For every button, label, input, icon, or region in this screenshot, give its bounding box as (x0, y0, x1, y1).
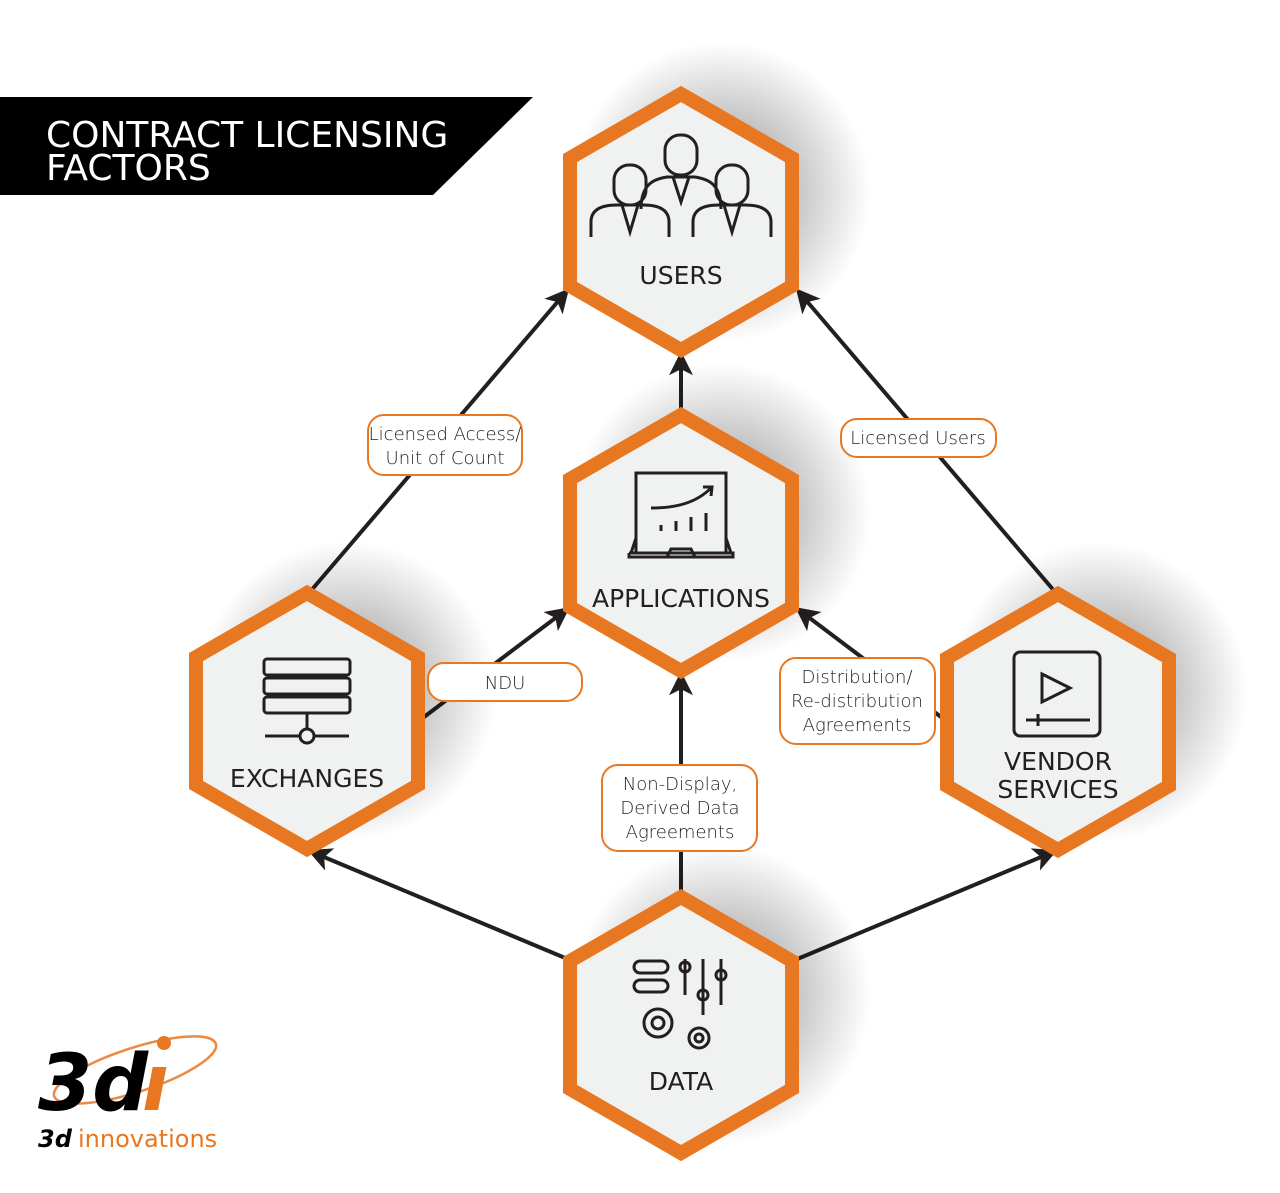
hex-applications: APPLICATIONS (570, 363, 871, 671)
tag-distribution: Distribution/ Re-distribution Agreements (779, 657, 936, 745)
vendor-label-line1: VENDOR (1004, 747, 1112, 776)
vendor-label-line2: SERVICES (997, 775, 1118, 804)
server-icon (262, 657, 352, 745)
tag-text: Licensed Access/ (369, 424, 522, 445)
tag-text: Re-distribution (791, 691, 923, 712)
tag-text: Licensed Users (850, 428, 985, 449)
logo-3di: 3d ı 3d innovations (38, 1035, 218, 1153)
tag-licensed-users: Licensed Users (840, 418, 997, 458)
title-banner: CONTRACT LICENSING FACTORS (0, 97, 533, 195)
laptop-chart-icon (627, 471, 735, 559)
data-settings-icon (632, 959, 728, 1050)
data-label: DATA (649, 1067, 713, 1096)
applications-label: APPLICATIONS (592, 584, 770, 613)
tag-text: Non-Display, (623, 774, 737, 795)
hex-exchanges: EXCHANGES (196, 541, 497, 849)
hex-users: USERS (570, 42, 871, 350)
logo-text-3d: 3d (38, 1125, 73, 1153)
title-line1: CONTRACT LICENSING (46, 115, 448, 156)
arrow-data-exchanges (307, 848, 571, 962)
svg-text:ı: ı (142, 1039, 169, 1129)
title-line2: FACTORS (46, 148, 211, 189)
logo-text-innovations: innovations (78, 1125, 217, 1153)
tag-text: Unit of Count (386, 448, 505, 469)
tag-text: Derived Data (620, 798, 739, 819)
users-label: USERS (639, 261, 722, 290)
tag-text: Agreements (626, 822, 735, 843)
users-group-icon (589, 133, 773, 238)
tag-text: Agreements (803, 715, 912, 736)
hex-vendor-services: VENDOR SERVICES (947, 542, 1248, 850)
hex-data: DATA (570, 845, 871, 1153)
tag-ndu: NDU (427, 662, 583, 702)
tag-text: NDU (485, 673, 526, 694)
tag-text: Distribution/ (801, 667, 912, 688)
svg-text:3d: 3d (38, 1039, 149, 1129)
tag-non-display: Non-Display, Derived Data Agreements (601, 764, 758, 852)
exchanges-label: EXCHANGES (230, 764, 384, 793)
video-play-icon (1012, 650, 1102, 738)
tag-licensed-access: Licensed Access/ Unit of Count (367, 414, 523, 476)
